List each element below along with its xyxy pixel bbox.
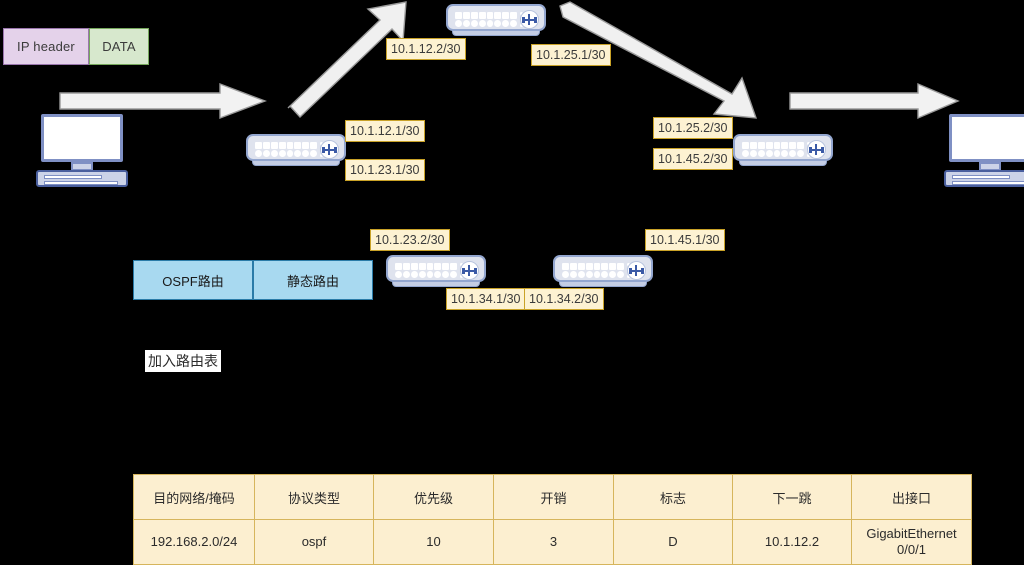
router-r3: [386, 255, 486, 289]
cell-network: 192.168.2.0/24: [133, 519, 255, 565]
router-symbol-icon: [320, 140, 339, 159]
ip-label-r5-bottom: 10.1.45.2/30: [653, 148, 733, 170]
cell-interface: GigabitEthernet 0/0/1: [851, 519, 972, 565]
router-ports: [255, 142, 317, 157]
router-chassis: [553, 255, 653, 282]
router-r1: [246, 134, 346, 168]
ip-label-r2-left: 10.1.12.2/30: [386, 38, 466, 60]
ip-label-r4-top: 10.1.45.1/30: [645, 229, 725, 251]
router-r4: [553, 255, 653, 289]
arrow-host-to-r1: [59, 82, 267, 120]
arrow-r2-to-r5-down: [559, 1, 758, 119]
arrow-r1-to-r2-up: [287, 1, 407, 119]
column-header-flags: 标志: [613, 474, 733, 520]
cell-flags: D: [613, 519, 733, 565]
router-base: [252, 160, 340, 166]
ip-label-r2-right: 10.1.25.1/30: [531, 44, 611, 66]
router-symbol-icon: [627, 261, 646, 280]
router-chassis: [246, 134, 346, 161]
router-r5: [733, 134, 833, 168]
static-route-box: 静态路由: [253, 260, 373, 300]
column-header-cost: 开销: [493, 474, 614, 520]
router-chassis: [446, 4, 546, 31]
keyboard: [36, 170, 128, 187]
router-ports: [742, 142, 804, 157]
router-symbol-icon: [807, 140, 826, 159]
source-host-computer: [36, 114, 128, 187]
router-chassis: [386, 255, 486, 282]
router-ports: [395, 263, 457, 278]
cell-next-hop: 10.1.12.2: [732, 519, 852, 565]
cell-preference: 10: [373, 519, 494, 565]
cell-protocol: ospf: [254, 519, 374, 565]
column-header-next-hop: 下一跳: [732, 474, 852, 520]
cell-cost: 3: [493, 519, 614, 565]
destination-host-computer: [944, 114, 1024, 187]
table-row: 192.168.2.0/24 ospf 10 3 D 10.1.12.2 Gig…: [133, 519, 972, 565]
ospf-route-box: OSPF路由: [133, 260, 253, 300]
router-base: [392, 281, 480, 287]
router-ports: [455, 12, 517, 27]
packet-ip-header-box: IP header: [3, 28, 89, 65]
monitor-screen: [949, 114, 1024, 162]
routing-table: 目的网络/掩码 协议类型 优先级 开销 标志 下一跳 出接口 192.168.2…: [133, 474, 972, 565]
column-header-protocol: 协议类型: [254, 474, 374, 520]
column-header-network: 目的网络/掩码: [133, 474, 255, 520]
ip-label-r1-top: 10.1.12.1/30: [345, 120, 425, 142]
arrow-r5-to-host: [789, 82, 960, 120]
router-base: [559, 281, 647, 287]
router-symbol-icon: [520, 10, 539, 29]
ip-label-r3-top: 10.1.23.2/30: [370, 229, 450, 251]
router-base: [452, 30, 540, 36]
packet-data-box: DATA: [89, 28, 149, 65]
router-r2: [446, 4, 546, 38]
ip-label-r3-bottom: 10.1.34.1/30: [446, 288, 526, 310]
column-header-preference: 优先级: [373, 474, 494, 520]
keyboard: [944, 170, 1024, 187]
column-header-interface: 出接口: [851, 474, 972, 520]
add-to-routing-table-annotation: 加入路由表: [145, 350, 221, 372]
router-symbol-icon: [460, 261, 479, 280]
router-base: [739, 160, 827, 166]
monitor-screen: [41, 114, 123, 162]
router-chassis: [733, 134, 833, 161]
ip-label-r1-bottom: 10.1.23.1/30: [345, 159, 425, 181]
ip-label-r4-bottom: 10.1.34.2/30: [524, 288, 604, 310]
routing-table-header-row: 目的网络/掩码 协议类型 优先级 开销 标志 下一跳 出接口: [133, 474, 972, 520]
router-ports: [562, 263, 624, 278]
ip-label-r5-top: 10.1.25.2/30: [653, 117, 733, 139]
